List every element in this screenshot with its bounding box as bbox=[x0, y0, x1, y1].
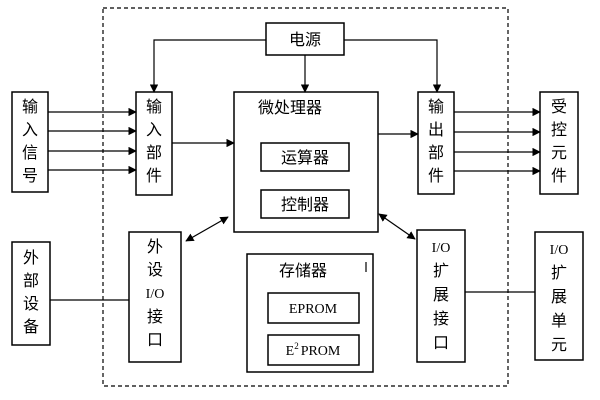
controlled-elements-char: 受 bbox=[551, 98, 567, 116]
input-unit-block: 输 入 部 件 bbox=[135, 91, 173, 196]
alu-box bbox=[260, 142, 350, 172]
controller-box bbox=[260, 189, 350, 219]
external-device-char: 部 bbox=[23, 272, 39, 290]
io-expansion-port-block: I/O 扩 展 接 口 bbox=[416, 229, 466, 363]
io-expansion-unit-char: 扩 bbox=[551, 264, 567, 282]
input-signal-char: 信 bbox=[22, 144, 38, 162]
memory-label: 存储器 bbox=[279, 262, 327, 280]
peripheral-io-char: 设 bbox=[147, 261, 163, 279]
io-expansion-unit-block: I/O 扩 展 单 元 bbox=[534, 231, 584, 361]
io-expansion-unit-char: 展 bbox=[551, 289, 567, 306]
output-unit-char: 件 bbox=[428, 167, 444, 185]
io-expansion-port-char: 扩 bbox=[433, 262, 449, 280]
power-box bbox=[265, 22, 345, 56]
io-expansion-unit-char: 单 bbox=[551, 312, 567, 330]
peripheral-io-box bbox=[128, 231, 182, 363]
external-device-box bbox=[11, 241, 51, 346]
connections bbox=[48, 39, 541, 301]
controlled-elements-char: 件 bbox=[551, 167, 567, 185]
input-signal-char: 号 bbox=[22, 167, 38, 185]
alu-label: 运算器 bbox=[281, 148, 329, 167]
output-unit-box bbox=[417, 91, 455, 195]
eprom-label: EPROM bbox=[289, 302, 338, 317]
peripheral-io-char: 外 bbox=[147, 238, 163, 256]
output-unit-char: 输 bbox=[428, 98, 444, 116]
peripheral-io-char: 接 bbox=[147, 308, 163, 326]
input-unit-char: 入 bbox=[146, 122, 162, 139]
input-signal-char: 入 bbox=[22, 122, 38, 139]
input-unit-char: 部 bbox=[146, 144, 162, 162]
power-to-output-arrow bbox=[344, 39, 442, 93]
peripheral-io-char: I/O bbox=[146, 287, 165, 302]
external-device-block: 外 部 设 备 bbox=[11, 241, 51, 346]
controlled-elements-char: 元 bbox=[551, 145, 567, 162]
peripheral-io-block: 外 设 I/O 接 口 bbox=[128, 231, 182, 363]
io-expansion-port-char: 展 bbox=[433, 287, 449, 304]
output-unit-char: 部 bbox=[428, 144, 444, 162]
io-expansion-port-box bbox=[416, 229, 466, 363]
eeprom-box bbox=[267, 334, 360, 366]
io-expansion-port-char: 口 bbox=[433, 335, 449, 352]
cpu-label: 微处理器 bbox=[258, 99, 322, 117]
cpu-io-expansion-bidirectional-arrow bbox=[378, 213, 416, 240]
external-device-char: 外 bbox=[23, 249, 39, 267]
cpu-block: 微处理器 运算器 控制器 bbox=[233, 91, 379, 233]
controller-label: 控制器 bbox=[281, 196, 329, 214]
cpu-peripheral-bidirectional-arrow bbox=[185, 216, 229, 242]
eprom-box bbox=[267, 292, 360, 324]
input-unit-char: 件 bbox=[146, 167, 162, 185]
input-unit-char: 输 bbox=[146, 98, 162, 116]
output-unit-block: 输 出 部 件 bbox=[417, 91, 455, 195]
peripheral-io-char: 口 bbox=[147, 332, 163, 349]
input-signal-char: 输 bbox=[22, 98, 38, 116]
io-expansion-unit-box bbox=[534, 231, 584, 361]
io-expansion-unit-char: I/O bbox=[550, 243, 569, 258]
power-to-input-arrow bbox=[149, 39, 266, 93]
io-expansion-port-char: I/O bbox=[432, 241, 451, 256]
controlled-elements-char: 控 bbox=[551, 121, 567, 139]
power-block: 电源 bbox=[265, 22, 345, 56]
external-device-char: 设 bbox=[23, 295, 39, 313]
input-signal-block: 输 入 信 号 bbox=[11, 91, 49, 193]
power-label: 电源 bbox=[289, 31, 321, 49]
controlled-elements-box bbox=[539, 91, 579, 195]
external-device-char: 备 bbox=[23, 318, 39, 336]
input-signal-box bbox=[11, 91, 49, 193]
output-unit-char: 出 bbox=[428, 121, 444, 139]
controlled-elements-block: 受 控 元 件 bbox=[539, 91, 579, 195]
io-expansion-port-char: 接 bbox=[433, 310, 449, 328]
io-expansion-unit-char: 元 bbox=[551, 337, 567, 354]
